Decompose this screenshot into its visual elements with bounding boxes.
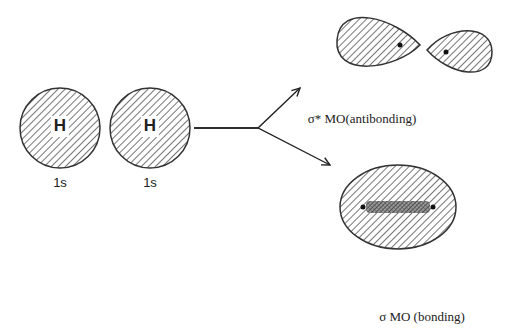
orbital-caption: σ* MO(antibonding): [308, 112, 416, 126]
atom-symbol: H: [141, 116, 159, 137]
atom-symbol: H: [51, 116, 69, 137]
orbital-caption: σ MO (bonding): [379, 310, 465, 324]
hydrogen-atom: H 1s: [18, 86, 102, 198]
orbital-label: 1s: [53, 176, 67, 190]
bonding-orbital: [330, 160, 510, 330]
hydrogen-atom: H 1s: [108, 86, 192, 198]
branch-arrow: [194, 128, 330, 165]
antibonding-orbital: σ* MO(antibonding): [300, 0, 510, 140]
orbital-label: 1s: [143, 176, 157, 190]
branch-arrow: [194, 88, 300, 128]
bonding-orbital: σ MO (bonding): [330, 160, 510, 330]
